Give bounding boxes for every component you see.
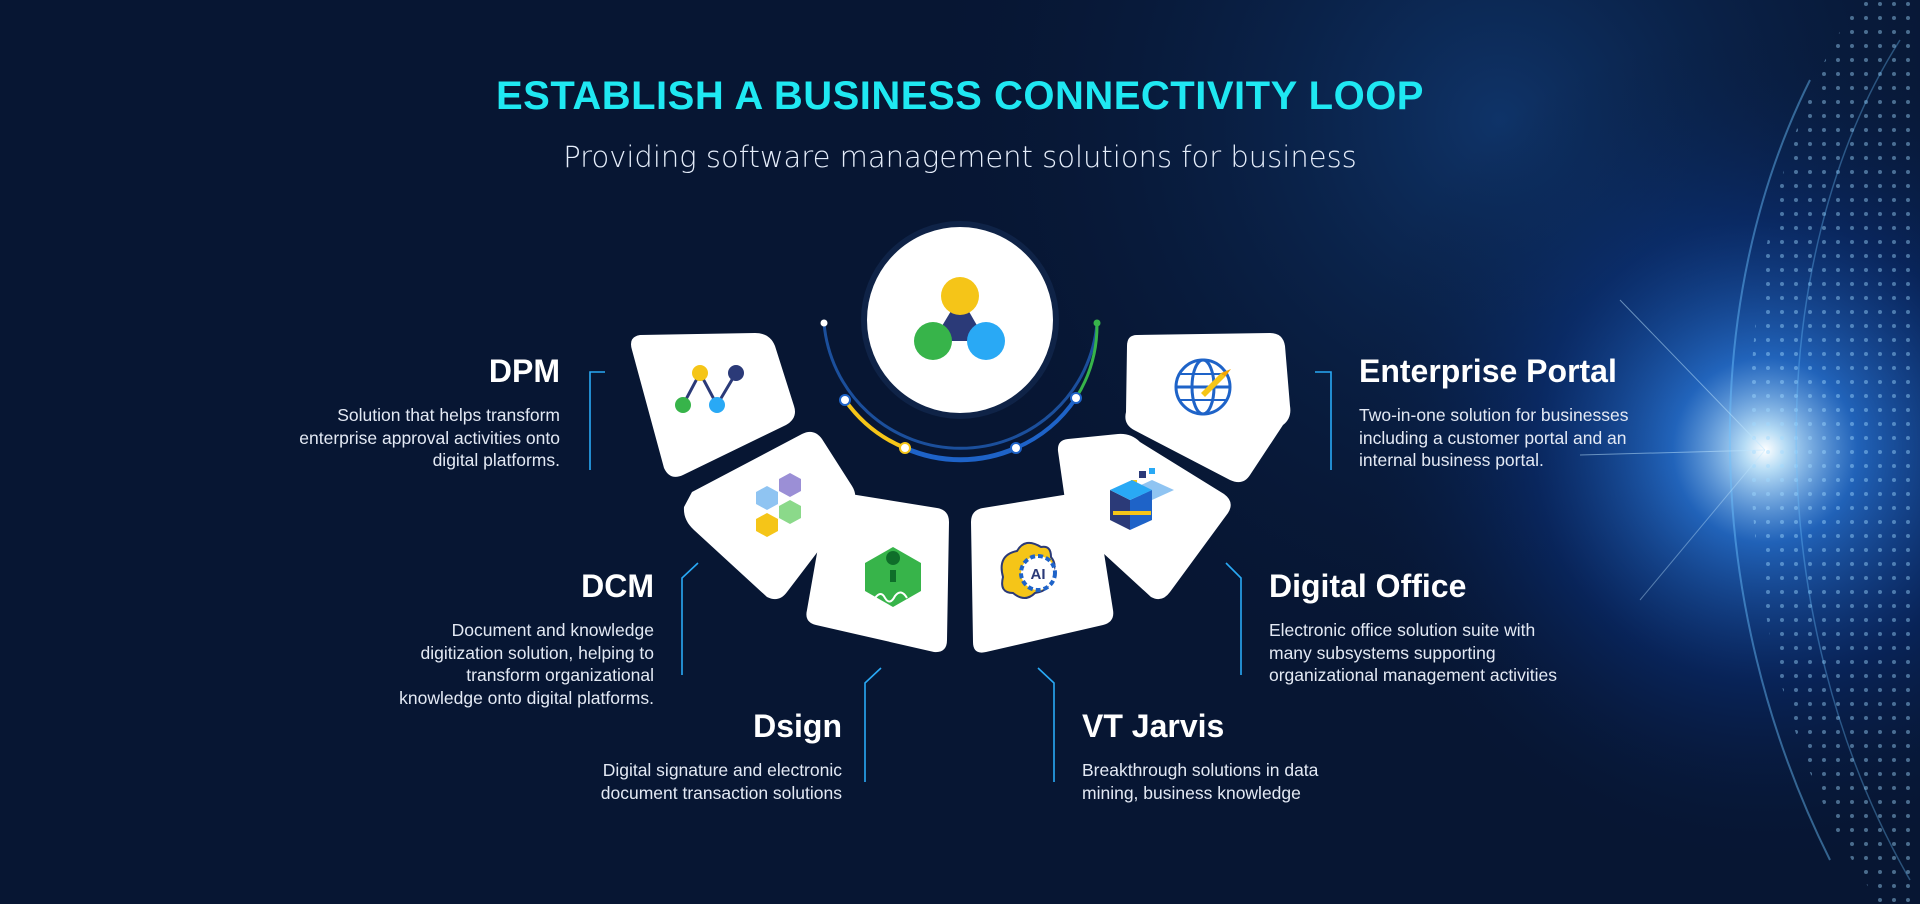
svg-text:AI: AI: [1031, 566, 1046, 583]
product-description: Digital signature and electronic documen…: [600, 760, 842, 803]
card-digital-office[interactable]: [1057, 433, 1231, 600]
globe-icon: [1174, 358, 1232, 416]
line-graph-icon: [675, 365, 744, 413]
office-cube-icon: [1110, 468, 1174, 530]
card-enterprise-portal[interactable]: [1125, 333, 1291, 483]
card-dpm[interactable]: [631, 333, 795, 477]
product-enterprise-portal: Enterprise Portal Two-in-one solution fo…: [1359, 353, 1628, 472]
product-dsign: Dsign Digital signature and electronic d…: [601, 708, 842, 804]
product-name: DPM: [488, 353, 560, 389]
center-logo: [861, 221, 1059, 419]
product-description: Solution that helps transform enterprise…: [299, 405, 560, 470]
product-description: Electronic office solution suite with ma…: [1269, 620, 1557, 685]
signature-hexagon-icon: [865, 547, 921, 607]
page-subtitle: Providing software management solutions …: [563, 140, 1357, 174]
product-name: Enterprise Portal: [1359, 353, 1617, 389]
product-dcm: DCM Document and knowledge digitization …: [399, 568, 654, 709]
product-description: Breakthrough solutions in data mining, b…: [1082, 760, 1319, 803]
product-dpm: DPM Solution that helps transform enterp…: [299, 353, 560, 472]
product-vt-jarvis: VT Jarvis Breakthrough solutions in data…: [1082, 708, 1318, 804]
product-description: Two-in-one solution for businesses inclu…: [1359, 405, 1629, 470]
product-digital-office: Digital Office Electronic office solutio…: [1269, 568, 1557, 687]
product-name: Dsign: [753, 708, 842, 744]
product-name: DCM: [581, 568, 654, 604]
connector-lines: [589, 371, 1332, 782]
card-dsign[interactable]: [806, 491, 949, 653]
product-description: Document and knowledge digitization solu…: [399, 620, 654, 708]
hexagons-icon: [756, 473, 801, 537]
page-title: ESTABLISH A BUSINESS CONNECTIVITY LOOP: [496, 74, 1424, 118]
card-dcm[interactable]: [683, 431, 856, 600]
product-name: Digital Office: [1269, 568, 1467, 604]
card-vt-jarvis[interactable]: AI: [971, 491, 1114, 653]
product-name: VT Jarvis: [1082, 708, 1225, 744]
three-circles-logo-icon: [914, 277, 1005, 360]
ai-brain-icon: AI: [1000, 541, 1057, 599]
